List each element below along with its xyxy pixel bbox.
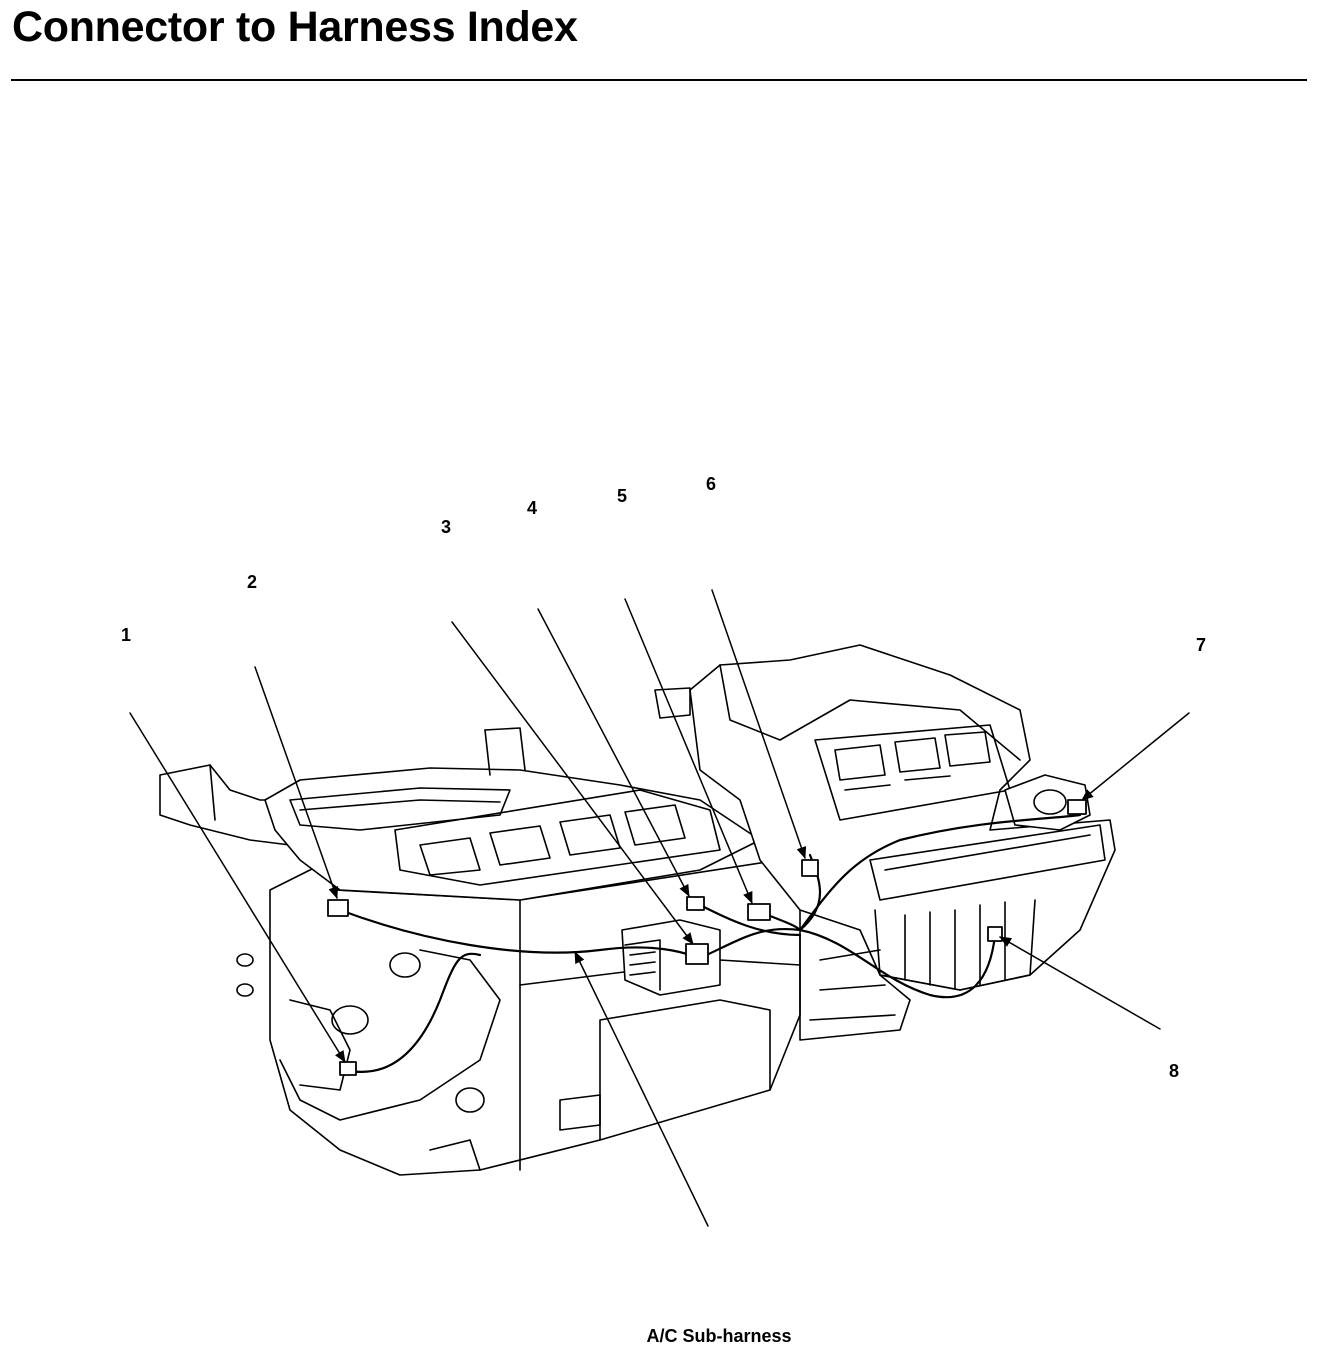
connector-3 [685,943,709,965]
power-transistor [621,919,721,996]
a-c-sub-harness-wiring [338,813,1082,1073]
blower-unit-housing [654,644,1116,1041]
callout-label-2: 2 [247,572,258,592]
harness-connectors [327,799,1087,1076]
leader-4 [537,608,690,897]
connector-6 [801,859,819,877]
leader-8 [999,936,1161,1030]
connector-7 [1067,799,1087,815]
leader-1 [129,712,346,1063]
connector-4 [686,896,705,911]
connector-5 [747,903,771,921]
callout-label-3: 3 [441,517,452,537]
harness-caption: A/C Sub-harness [646,1326,792,1346]
callout-leader-lines [129,589,1190,1227]
callout-label-5: 5 [617,486,628,506]
connector-8 [987,926,1003,942]
callout-label-7: 7 [1196,635,1207,655]
callout-label-8: 8 [1169,1061,1180,1081]
connector-2 [327,899,349,917]
callout-label-1: 1 [121,625,132,645]
callout-label-4: 4 [527,498,538,518]
leader-2 [254,666,339,899]
callout-label-6: 6 [706,474,717,494]
leader-5 [624,598,753,904]
page-title: Connector to Harness Index [12,3,578,51]
title-divider [11,79,1307,81]
leader-6 [711,589,807,859]
leader-7 [1081,712,1190,801]
leader-3 [451,621,694,945]
connector-1 [339,1061,357,1076]
leader-harness [574,951,709,1227]
